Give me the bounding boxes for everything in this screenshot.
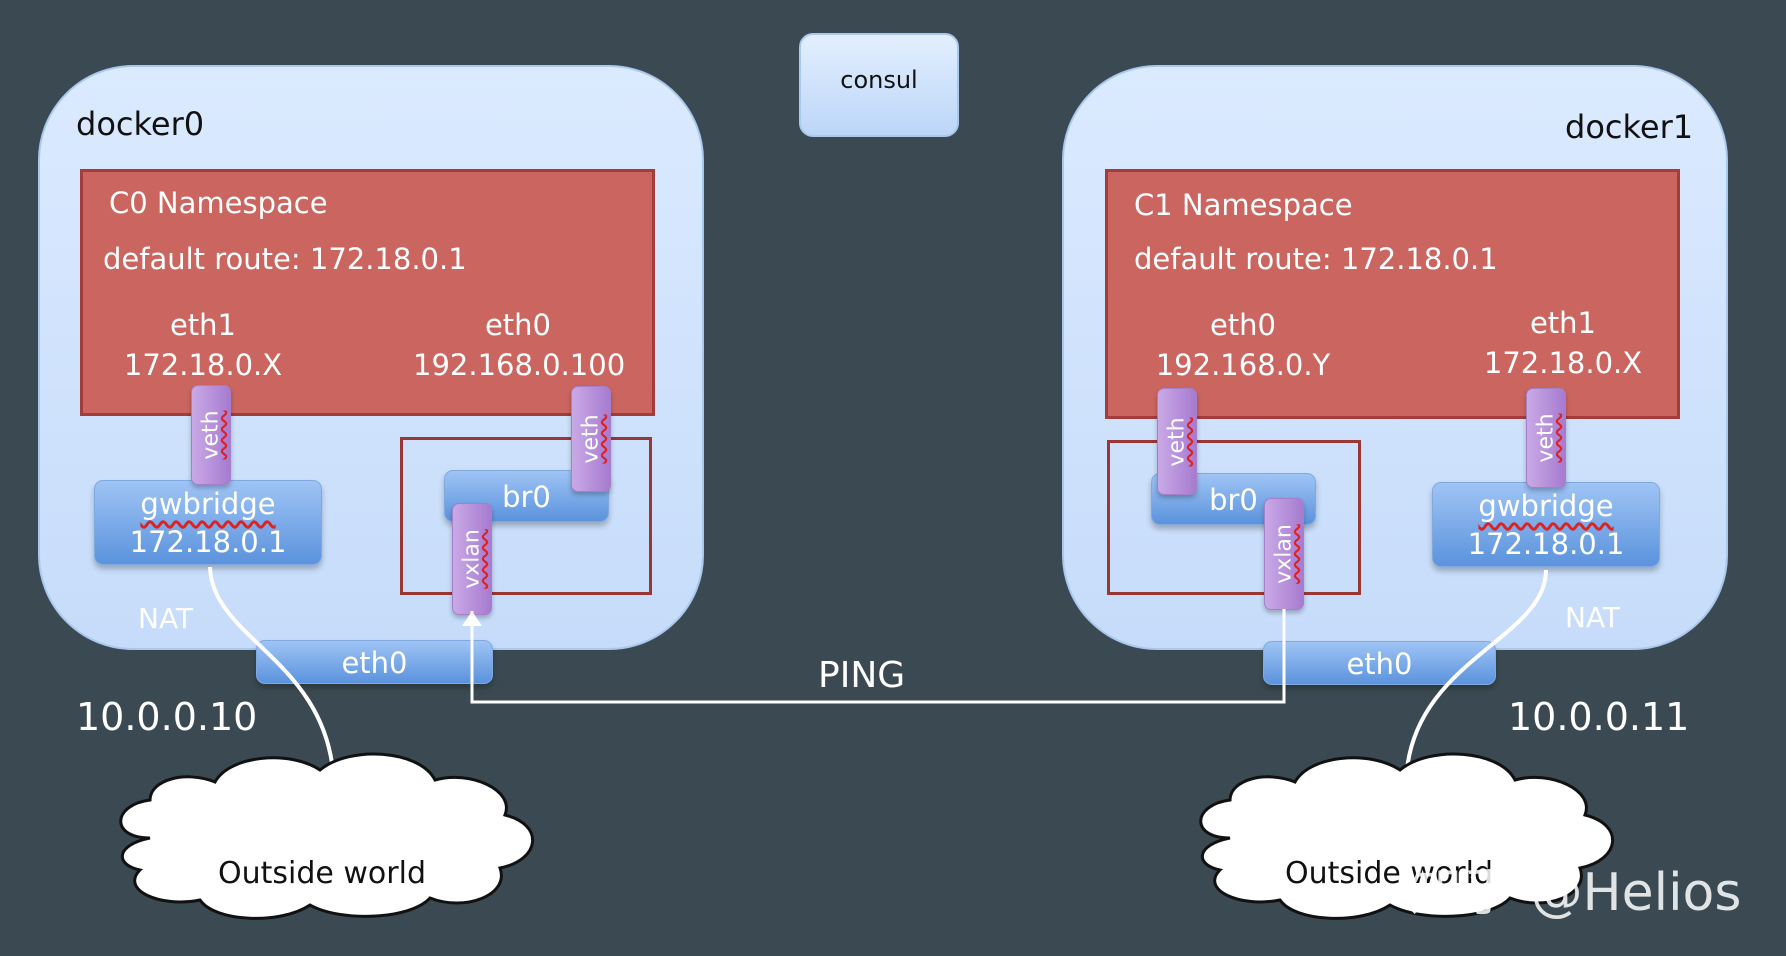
veth-left-eth1-label: veth <box>198 410 224 460</box>
c0-eth1-name: eth1 <box>169 308 237 342</box>
gwbridge-left-name: gwbridge <box>140 487 276 521</box>
ping-label: PING <box>818 655 906 696</box>
veth-left-eth0-label: veth <box>578 414 604 464</box>
cloud-left <box>119 752 535 920</box>
host-docker1-title: docker1 <box>1565 108 1694 146</box>
namespace-c1: C1 Namespace default route: 172.18.0.1 e… <box>1105 169 1680 419</box>
c1-eth0-ip: 192.168.0.Y <box>1155 348 1331 382</box>
vxlan-right: vxlan <box>1264 498 1304 610</box>
namespace-c0: C0 Namespace default route: 172.18.0.1 e… <box>80 169 655 416</box>
veth-right-eth1-label: veth <box>1533 413 1559 463</box>
gwbridge-right-ip: 172.18.0.1 <box>1467 527 1625 561</box>
gwbridge-right-name: gwbridge <box>1478 489 1614 523</box>
veth-right-eth1: veth <box>1526 388 1566 488</box>
host-eth0-right-label: eth0 <box>1346 647 1413 681</box>
vxlan-left: vxlan <box>452 503 492 615</box>
veth-right-eth0: veth <box>1157 388 1197 495</box>
watermark: 知乎 @Helios <box>1410 863 1742 923</box>
namespace-c0-title: C0 Namespace <box>109 186 328 220</box>
vxlan-left-label: vxlan <box>459 529 485 589</box>
host-docker0-title: docker0 <box>76 105 205 143</box>
br0-right-label: br0 <box>1209 483 1258 517</box>
namespace-c1-title: C1 Namespace <box>1134 188 1353 222</box>
veth-left-eth0: veth <box>571 386 611 492</box>
vxlan-right-label: vxlan <box>1271 524 1297 584</box>
gwbridge-right: gwbridge 172.18.0.1 <box>1432 482 1660 567</box>
host-eth0-left: eth0 <box>256 640 493 684</box>
gwbridge-left: gwbridge 172.18.0.1 <box>94 480 322 565</box>
cloud-right-label: Outside world <box>1285 856 1493 891</box>
c0-eth1-ip: 172.18.0.X <box>123 348 283 382</box>
c1-eth0-name: eth0 <box>1209 308 1277 342</box>
consul-box: consul <box>799 33 959 137</box>
veth-left-eth1: veth <box>191 385 231 485</box>
c1-eth1-ip: 172.18.0.X <box>1483 346 1643 380</box>
host-ip-right: 10.0.0.11 <box>1508 695 1690 739</box>
br0-left-label: br0 <box>502 480 551 514</box>
host-ip-left: 10.0.0.10 <box>76 695 258 739</box>
namespace-c0-route: default route: 172.18.0.1 <box>103 242 467 276</box>
nat-arrowhead-right <box>1394 778 1418 798</box>
br0-bridge-box-right <box>1107 440 1361 595</box>
nat-left: NAT <box>138 602 194 635</box>
host-eth0-right: eth0 <box>1263 641 1496 685</box>
cloud-left-label: Outside world <box>218 856 426 891</box>
c0-eth0-ip: 192.168.0.100 <box>413 348 626 382</box>
host-eth0-left-label: eth0 <box>341 646 408 680</box>
nat-right: NAT <box>1565 601 1621 634</box>
c1-eth1-name: eth1 <box>1529 306 1597 340</box>
nat-arrowhead-left <box>322 778 346 798</box>
br0-bridge-box-left <box>400 437 652 595</box>
c0-eth0-name: eth0 <box>484 308 552 342</box>
consul-label: consul <box>840 66 918 94</box>
veth-right-eth0-label: veth <box>1164 416 1190 467</box>
gwbridge-left-ip: 172.18.0.1 <box>129 525 287 559</box>
namespace-c1-route: default route: 172.18.0.1 <box>1134 242 1498 276</box>
